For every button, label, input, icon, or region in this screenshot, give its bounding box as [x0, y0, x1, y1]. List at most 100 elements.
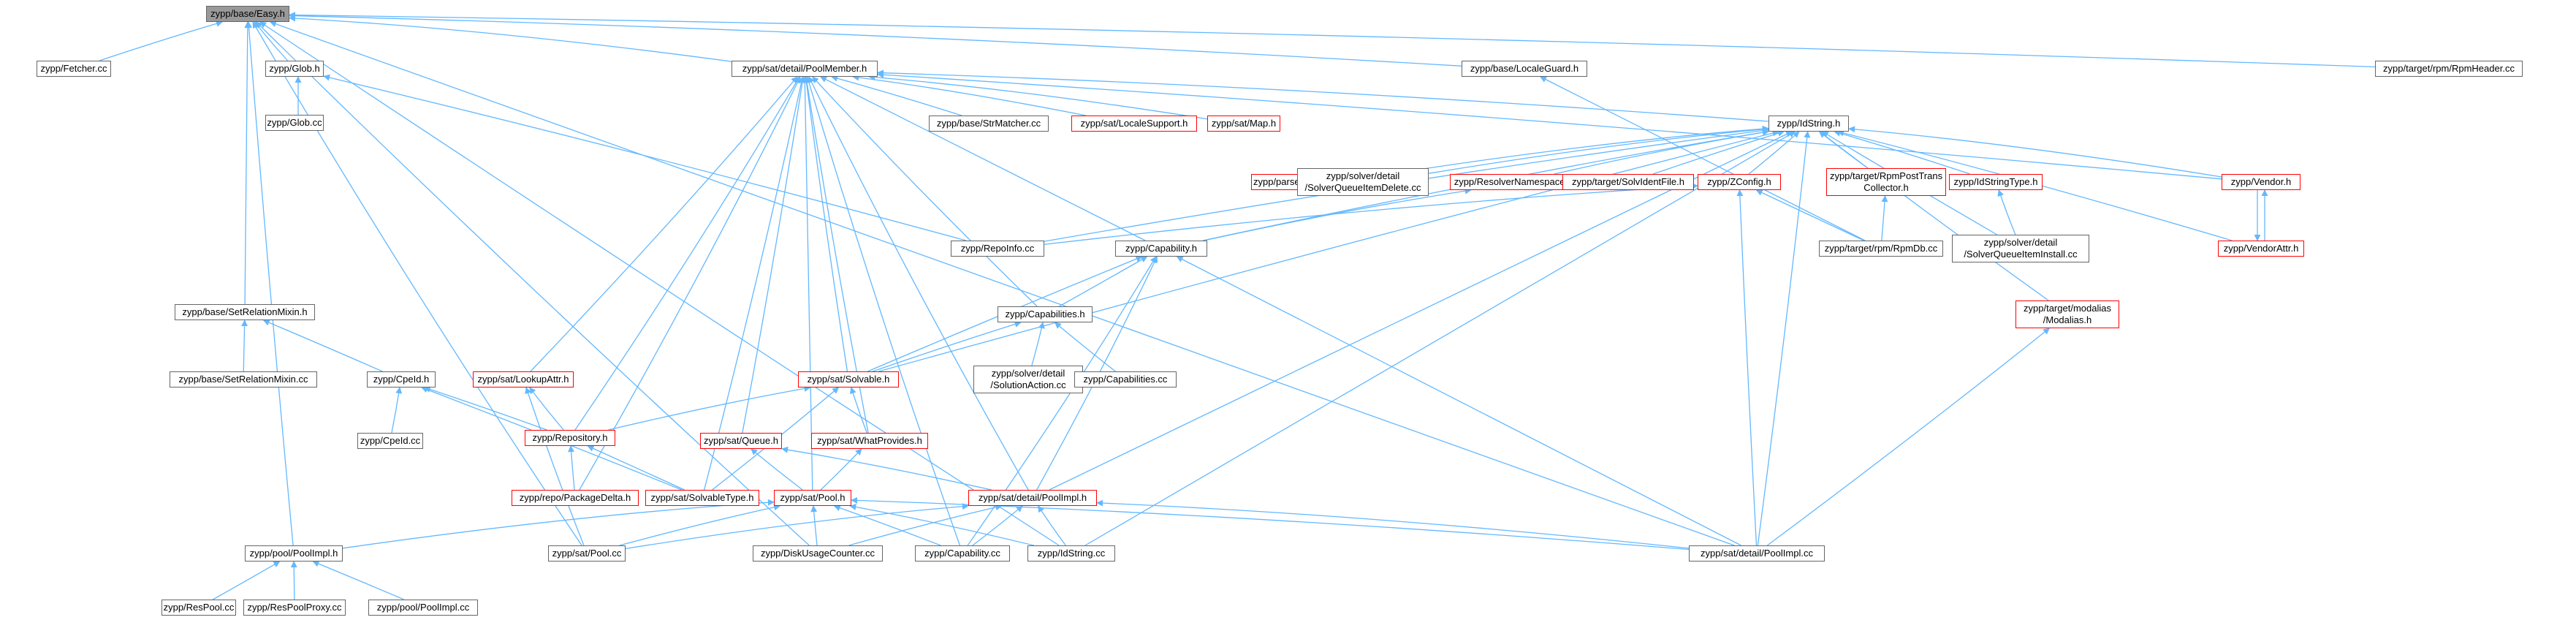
node-sqidelete[interactable]: zypp/solver/detail /SolverQueueItemDelet…	[1297, 168, 1429, 196]
edge-repository-to-lookupattr	[529, 387, 564, 431]
node-lookupattr[interactable]: zypp/sat/LookupAttr.h	[473, 371, 574, 388]
node-vendor[interactable]: zypp/Vendor.h	[2222, 174, 2300, 190]
node-solvable[interactable]: zypp/sat/Solvable.h	[798, 371, 899, 388]
node-packagedelta[interactable]: zypp/repo/PackageDelta.h	[512, 490, 639, 506]
node-setrelmixin[interactable]: zypp/base/SetRelationMixin.h	[175, 304, 315, 320]
node-rpmheader[interactable]: zypp/target/rpm/RpmHeader.cc	[2375, 61, 2523, 77]
edge-repoinfo-to-zconfig	[1044, 183, 1698, 245]
edge-ppoolimplh-to-easy	[246, 21, 294, 546]
edge-repository-to-solvable	[608, 385, 811, 431]
node-label: zypp/Vendor.h	[2230, 176, 2292, 187]
node-solvidentfile[interactable]: zypp/target/SolvIdentFile.h	[1562, 174, 1694, 190]
edge-idstring-to-poolmember	[877, 69, 1769, 122]
edge-rpmdb-to-zconfig	[1755, 189, 1864, 241]
node-pool[interactable]: zypp/sat/Pool.h	[774, 490, 851, 506]
node-satpoolcc[interactable]: zypp/sat/Pool.cc	[548, 545, 626, 562]
edge-satpoolcc-to-lookupattr	[525, 387, 585, 546]
node-glob[interactable]: zypp/Glob.h	[265, 61, 324, 77]
node-solutionaction[interactable]: zypp/solver/detail /SolutionAction.cc	[973, 366, 1083, 393]
node-label: zypp/Fetcher.cc	[40, 63, 107, 74]
node-idstringcc[interactable]: zypp/IdString.cc	[1027, 545, 1115, 562]
node-label: zypp/solver/detail /SolverQueueItemDelet…	[1304, 170, 1421, 193]
node-idstringtype[interactable]: zypp/IdStringType.h	[1949, 174, 2043, 190]
node-capabilitycc[interactable]: zypp/Capability.cc	[915, 545, 1010, 562]
edge-poolimplcc-to-modalias	[1766, 328, 2051, 546]
node-capabilities[interactable]: zypp/Capabilities.h	[998, 306, 1093, 322]
node-cpeid[interactable]: zypp/CpeId.h	[367, 371, 436, 388]
node-respoolproxy[interactable]: zypp/ResPoolProxy.cc	[243, 600, 346, 616]
node-ppoolimplh[interactable]: zypp/pool/PoolImpl.h	[245, 545, 343, 562]
edge-respool-to-ppoolimplh	[213, 561, 281, 600]
edge-sqiinstall-to-idstringtype	[1997, 189, 2016, 235]
node-label: zypp/sat/Pool.cc	[552, 548, 622, 559]
node-strmatcher[interactable]: zypp/base/StrMatcher.cc	[929, 116, 1049, 132]
node-repository[interactable]: zypp/Repository.h	[525, 430, 615, 446]
edge-idstringcc-to-easy	[259, 21, 1060, 546]
node-resolvernamespace[interactable]: zypp/ResolverNamespace.h	[1450, 174, 1577, 190]
node-capabilitiescc[interactable]: zypp/Capabilities.cc	[1074, 371, 1177, 388]
node-poolmember[interactable]: zypp/sat/detail/PoolMember.h	[732, 61, 878, 77]
node-capability[interactable]: zypp/Capability.h	[1115, 241, 1207, 257]
node-respool[interactable]: zypp/ResPool.cc	[162, 600, 236, 616]
node-poolimplcc[interactable]: zypp/sat/detail/PoolImpl.cc	[1689, 545, 1825, 562]
edge-rpmdb-to-rpmposttrans	[1881, 195, 1888, 241]
node-label: zypp/target/modalias /Modalias.h	[2024, 303, 2111, 325]
node-rpmposttrans[interactable]: zypp/target/RpmPostTrans Collector.h	[1826, 168, 1946, 196]
edge-poolmember-to-easy	[289, 15, 732, 62]
node-sqiinstall[interactable]: zypp/solver/detail /SolverQueueItemInsta…	[1952, 235, 2089, 262]
node-zconfig[interactable]: zypp/ZConfig.h	[1698, 174, 1781, 190]
edge-localesupport-to-poolmember	[852, 74, 1086, 116]
edge-map-to-poolmember	[868, 74, 1208, 120]
node-label: zypp/pool/PoolImpl.h	[249, 548, 338, 559]
node-label: zypp/ResolverNamespace.h	[1454, 176, 1573, 187]
edge-fetcher-to-easy	[99, 20, 223, 61]
node-label: zypp/VendorAttr.h	[2223, 243, 2299, 254]
edge-solutionaction-to-capabilities	[1031, 322, 1045, 366]
node-label: zypp/sat/LookupAttr.h	[477, 374, 569, 385]
edge-capability-to-resolvernamespace	[1204, 187, 1472, 241]
node-vendorattr[interactable]: zypp/VendorAttr.h	[2218, 241, 2304, 257]
edge-vendor-to-idstring	[1848, 126, 2222, 178]
node-idstring[interactable]: zypp/IdString.h	[1768, 116, 1849, 132]
edge-capabilitiescc-to-capabilities	[1054, 322, 1116, 372]
node-fetcher[interactable]: zypp/Fetcher.cc	[37, 61, 111, 77]
node-label: zypp/target/rpm/RpmDb.cc	[1824, 243, 1938, 254]
node-label: zypp/target/RpmPostTrans Collector.h	[1829, 170, 1943, 193]
node-solvabletype[interactable]: zypp/sat/SolvableType.h	[645, 490, 759, 506]
node-label: zypp/IdString.h	[1777, 118, 1841, 129]
node-label: zypp/Repository.h	[532, 432, 608, 443]
edge-cpeidcc-to-cpeid	[391, 387, 403, 434]
node-label: zypp/ResPool.cc	[163, 602, 235, 613]
node-label: zypp/target/rpm/RpmHeader.cc	[2383, 63, 2515, 74]
edge-solvidentfile-to-idstring	[1652, 130, 1785, 175]
edge-respoolproxy-to-ppoolimplh	[290, 561, 297, 600]
edge-whatprovides-to-solvable	[849, 387, 867, 434]
node-queue[interactable]: zypp/sat/Queue.h	[700, 433, 782, 449]
node-easy: zypp/base/Easy.h	[206, 6, 289, 22]
node-localeguard[interactable]: zypp/base/LocaleGuard.h	[1462, 61, 1587, 77]
node-label: zypp/solver/detail /SolverQueueItemInsta…	[1964, 237, 2078, 260]
node-label: zypp/pool/PoolImpl.cc	[376, 602, 470, 613]
node-setrelmixincc[interactable]: zypp/base/SetRelationMixin.cc	[170, 371, 317, 388]
edge-solvable-to-capabilities	[873, 321, 1022, 372]
edge-capability-to-poolmember	[820, 76, 1146, 241]
node-globcc[interactable]: zypp/Glob.cc	[265, 115, 324, 131]
edge-capabilitycc-to-pool	[833, 504, 941, 546]
edge-rpmdb-to-localeguard	[1540, 76, 1866, 241]
node-modalias[interactable]: zypp/target/modalias /Modalias.h	[2015, 300, 2119, 328]
edge-localeguard-to-easy	[289, 12, 1462, 67]
edge-setrelmixin-to-easy	[244, 21, 251, 305]
node-localesupport[interactable]: zypp/sat/LocaleSupport.h	[1071, 116, 1197, 132]
node-ppoolimplcc[interactable]: zypp/pool/PoolImpl.cc	[368, 600, 478, 616]
node-cpeidcc[interactable]: zypp/CpeId.cc	[357, 433, 423, 449]
node-whatprovides[interactable]: zypp/sat/WhatProvides.h	[811, 433, 928, 449]
node-poolimplh[interactable]: zypp/sat/detail/PoolImpl.h	[968, 490, 1097, 506]
edge-capabilitycc-to-poolimplh	[972, 505, 1023, 546]
edge-solvable-to-poolmember	[803, 76, 848, 372]
node-label: zypp/Glob.cc	[267, 117, 322, 128]
node-rpmdb[interactable]: zypp/target/rpm/RpmDb.cc	[1819, 241, 1943, 257]
node-map[interactable]: zypp/sat/Map.h	[1207, 116, 1280, 132]
node-label: zypp/IdStringType.h	[1953, 176, 2038, 187]
node-diskusage[interactable]: zypp/DiskUsageCounter.cc	[753, 545, 883, 562]
node-repoinfo[interactable]: zypp/RepoInfo.cc	[951, 241, 1044, 257]
